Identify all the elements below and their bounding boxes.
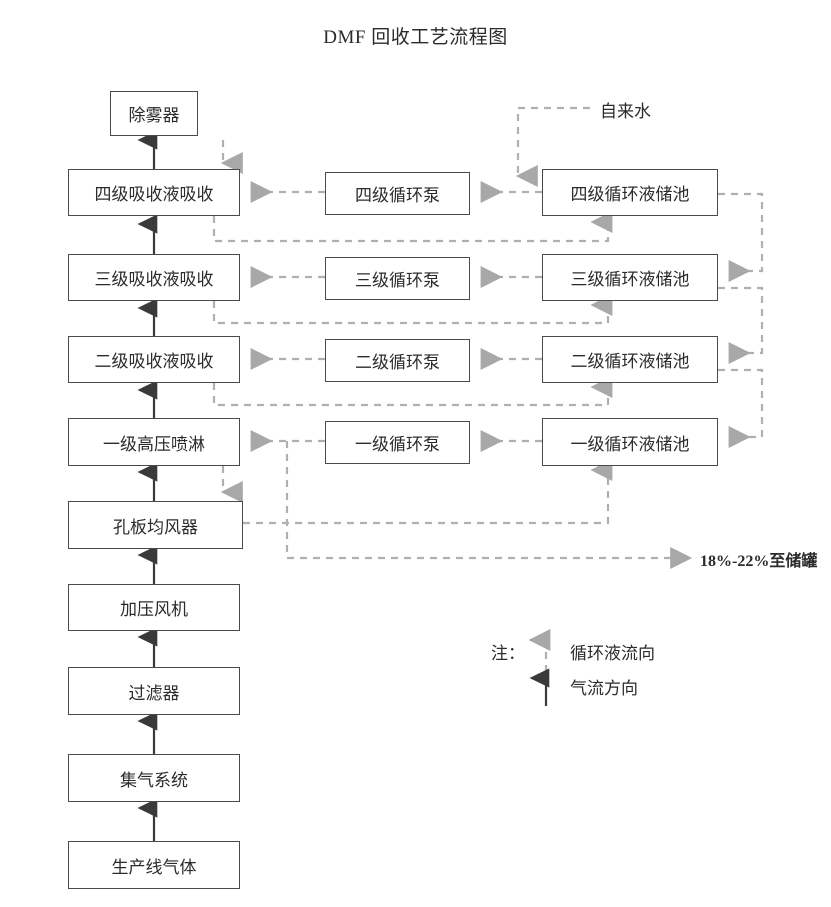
legend-liquid-flow-label: 循环液流向 xyxy=(570,644,655,663)
label-to-storage-tank: 18%-22%至储罐 xyxy=(700,553,818,570)
edge-tank3-overflow-to-tank2 xyxy=(718,286,764,364)
edge-tap-water-to-tank4 xyxy=(515,106,590,187)
node-absorber-stage4[interactable]: 四级吸收液吸收 xyxy=(68,169,240,216)
edge-plate-drain-to-tank1 xyxy=(243,459,613,525)
node-filter[interactable]: 过滤器 xyxy=(68,667,240,715)
legend-gas-flow-label: 气流方向 xyxy=(570,679,638,698)
legend-note-label: 注： xyxy=(491,644,525,663)
node-tank-stage3[interactable]: 三级循环液储池 xyxy=(542,254,718,301)
node-tank-stage2[interactable]: 二级循环液储池 xyxy=(542,336,718,383)
node-pump-stage2[interactable]: 二级循环泵 xyxy=(325,339,470,382)
node-absorber-stage3[interactable]: 三级吸收液吸收 xyxy=(68,254,240,301)
edge-branch-to-storage xyxy=(285,441,693,569)
node-gas-collection-system[interactable]: 集气系统 xyxy=(68,754,240,802)
node-perforated-plate[interactable]: 孔板均风器 xyxy=(68,501,243,549)
edge-absorber4-drain-to-tank4 xyxy=(212,211,613,243)
node-pump-stage4[interactable]: 四级循环泵 xyxy=(325,172,470,215)
node-pump-stage3[interactable]: 三级循环泵 xyxy=(325,257,470,300)
node-absorber-stage2[interactable]: 二级吸收液吸收 xyxy=(68,336,240,383)
node-tank-stage1[interactable]: 一级循环液储池 xyxy=(542,418,718,466)
node-pressurizing-fan[interactable]: 加压风机 xyxy=(68,584,240,631)
node-production-line-gas[interactable]: 生产线气体 xyxy=(68,841,240,889)
page-title: DMF 回收工艺流程图 xyxy=(323,27,508,48)
node-spray-stage1[interactable]: 一级高压喷淋 xyxy=(68,418,240,466)
node-demister[interactable]: 除雾器 xyxy=(110,91,198,136)
node-tank-stage4[interactable]: 四级循环液储池 xyxy=(542,169,718,216)
label-tap-water: 自来水 xyxy=(600,102,651,121)
edge-tank4-overflow-to-tank3 xyxy=(718,192,764,282)
node-pump-stage1[interactable]: 一级循环泵 xyxy=(325,421,470,464)
